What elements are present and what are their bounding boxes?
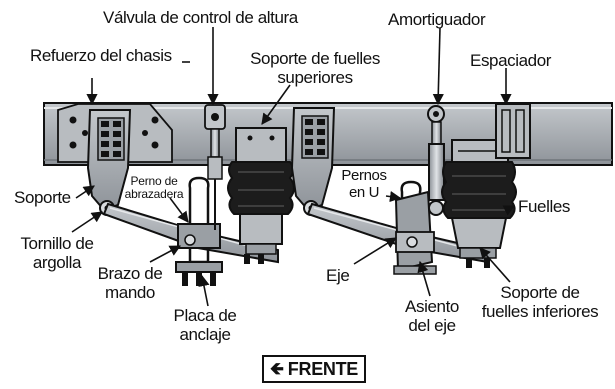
label-shock-absorber: Amortiguador	[388, 10, 486, 29]
center-hanger-bracket	[290, 107, 336, 216]
label-height-control-valve: Válvula de control de altura	[103, 8, 298, 27]
upper-airbag-bracket-front	[235, 127, 287, 163]
label-u-bolts-line2: en U	[348, 184, 380, 201]
label-anchor-plate-line2: anclaje	[179, 325, 231, 344]
label-u-bolts-line1: Pernos	[341, 167, 387, 184]
label-anchor-plate: Placa de anclaje	[160, 306, 250, 344]
spacer-block	[495, 103, 531, 159]
label-u-bolts: Pernos en U	[336, 167, 392, 201]
label-lower-airbag-bracket-line2: fuelles inferiores	[481, 302, 599, 321]
label-axle-seat-line1: Asiento	[405, 297, 459, 316]
label-drive-arm-line1: Brazo de	[97, 264, 163, 283]
leader-lines	[71, 27, 516, 307]
label-lower-airbag-bracket-line1: Soporte de	[500, 283, 580, 302]
label-upper-airbag-bracket-line1: Soporte de fuelles	[250, 49, 380, 68]
front-direction-sign: 🡸 FRENTE	[262, 355, 366, 383]
front-axle-clamp	[175, 176, 223, 286]
label-anchor-plate-line1: Placa de	[173, 306, 237, 325]
rear-air-spring	[441, 161, 517, 268]
label-bracket: Soporte	[14, 188, 71, 207]
label-frame-reinforcement: Refuerzo del chasis	[30, 46, 172, 65]
label-clamp-bolt-line1: Perno de	[130, 174, 178, 188]
label-upper-airbag-bracket-line2: superiores	[277, 68, 353, 87]
shock-absorber	[427, 105, 445, 216]
label-clamp-bolt: Perno de abrazadera	[120, 175, 188, 201]
label-drive-arm-line2: mando	[105, 283, 155, 302]
label-axle: Eje	[326, 266, 350, 285]
label-upper-airbag-bracket: Soporte de fuelles superiores	[240, 49, 390, 87]
arrow-left-icon: 🡸	[269, 359, 284, 378]
label-eye-bolt-line1: Tornillo de	[20, 234, 94, 253]
front-direction-label: FRENTE	[287, 359, 359, 379]
label-air-springs: Fuelles	[518, 197, 571, 216]
label-axle-seat: Asiento del eje	[394, 297, 470, 335]
rear-axle-clamp	[393, 180, 437, 275]
label-lower-airbag-bracket: Soporte de fuelles inferiores	[470, 283, 610, 321]
label-axle-seat-line2: del eje	[408, 316, 456, 335]
height-control-valve	[204, 104, 226, 230]
label-eye-bolt-line2: argolla	[32, 253, 82, 272]
label-eye-bolt: Tornillo de argolla	[14, 234, 100, 272]
label-spacer: Espaciador	[470, 51, 552, 70]
label-drive-arm: Brazo de mando	[88, 264, 172, 302]
label-clamp-bolt-line2: abrazadera	[124, 187, 184, 201]
front-air-spring	[227, 161, 295, 264]
